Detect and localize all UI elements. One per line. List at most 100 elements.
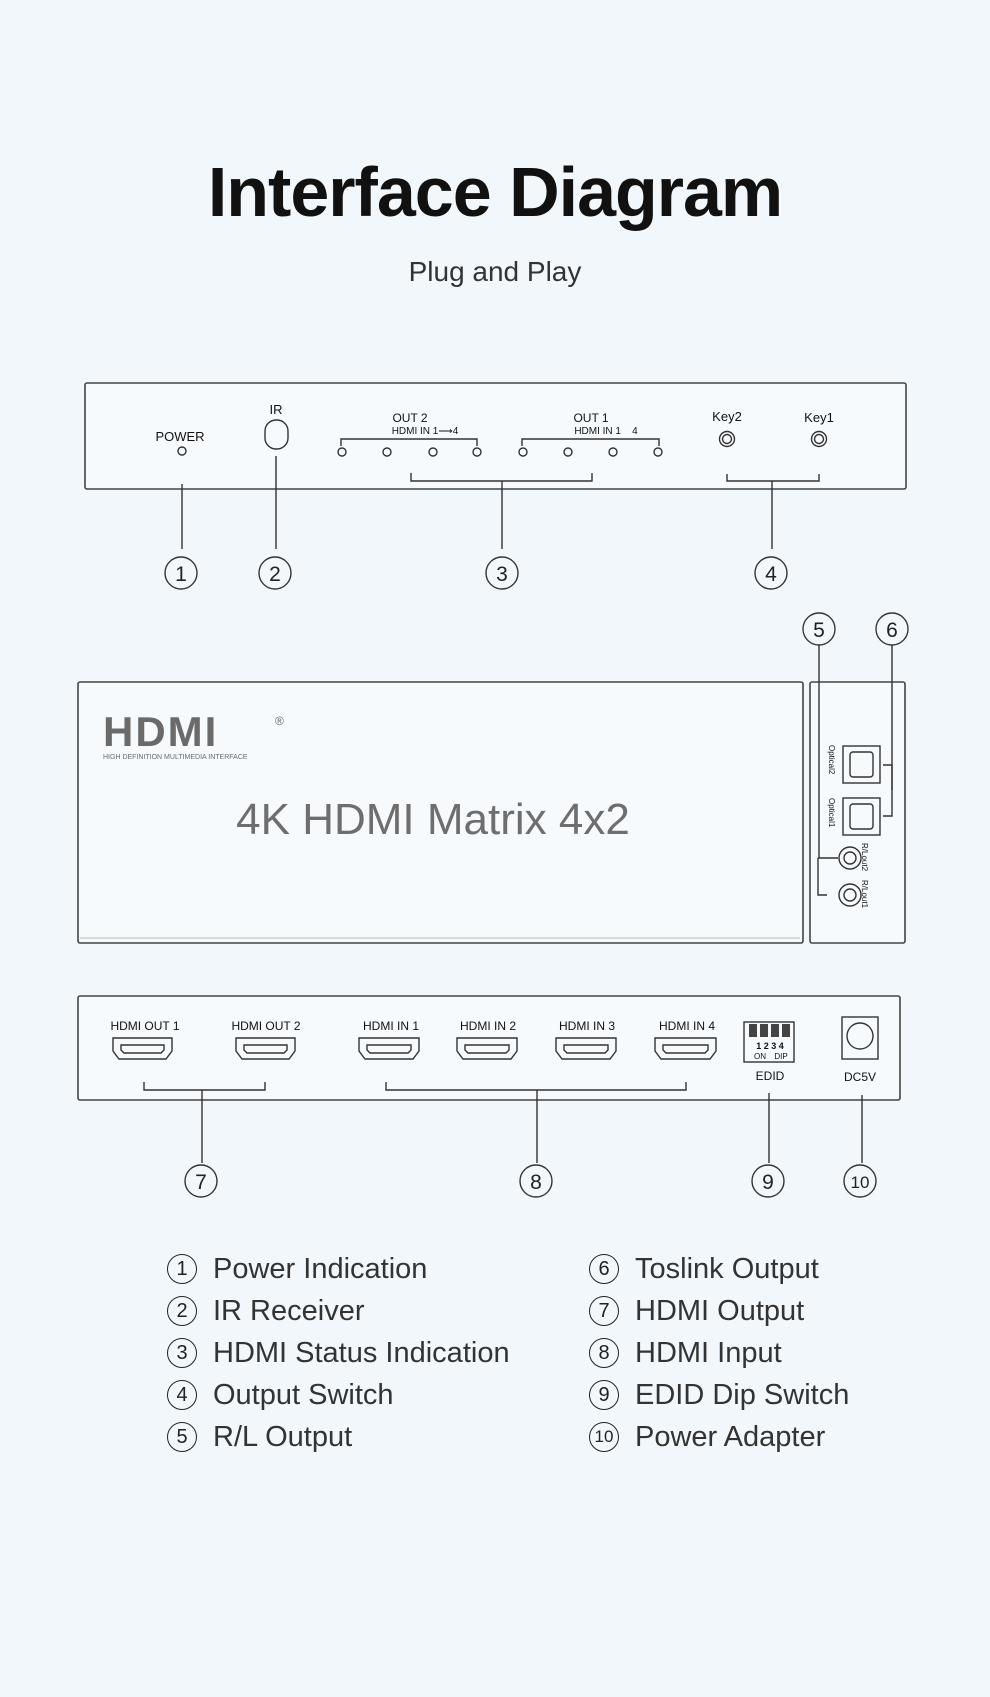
rlout2-label: R/Lout2	[860, 843, 869, 872]
callout-7: 7	[184, 1164, 218, 1198]
out1-led-1	[518, 447, 528, 457]
legend-number: 2	[167, 1296, 197, 1326]
hdmi-in2-port	[456, 1037, 518, 1060]
out1-led-2	[563, 447, 573, 457]
callout-5: 5	[802, 612, 836, 646]
key2-label: Key2	[712, 409, 742, 424]
legend-number: 7	[589, 1296, 619, 1326]
hdmi-in4-label: HDMI IN 4	[659, 1019, 715, 1033]
legend-label: Toslink Output	[635, 1252, 819, 1285]
legend-item: 1 Power Indication	[167, 1248, 510, 1290]
key2-button	[718, 430, 736, 448]
svg-text:4: 4	[765, 563, 777, 586]
hdmi-in4-port	[654, 1037, 717, 1060]
hdmi-in1-label: HDMI IN 1	[363, 1019, 419, 1033]
callout-2: 2	[258, 556, 292, 590]
out1-led-4	[653, 447, 663, 457]
power-led	[177, 446, 187, 456]
dc5v-jack	[841, 1016, 879, 1060]
legend-item: 3 HDMI Status Indication	[167, 1332, 510, 1374]
legend-label: EDID Dip Switch	[635, 1378, 850, 1411]
legend-label: HDMI Status Indication	[213, 1336, 510, 1369]
page-subtitle: Plug and Play	[408, 256, 582, 287]
edid-label: EDID	[756, 1069, 785, 1083]
legend-label: HDMI Output	[635, 1294, 805, 1327]
hdmi-in2-label: HDMI IN 2	[460, 1019, 516, 1033]
out1-label: OUT 1	[573, 411, 608, 425]
dip-numbers: 1 2 3 4	[756, 1041, 784, 1051]
hdmi-out1-port	[112, 1037, 173, 1060]
callout-9: 9	[751, 1164, 785, 1198]
rear-panel: HDMI OUT 1 HDMI OUT 2 HDMI IN 1 HDMI IN …	[77, 995, 901, 1101]
out2-led-2	[382, 447, 392, 457]
key1-button	[810, 430, 828, 448]
hdmi-out1-label: HDMI OUT 1	[110, 1019, 179, 1033]
svg-text:3: 3	[496, 563, 508, 586]
hdmi-out2-label: HDMI OUT 2	[231, 1019, 300, 1033]
out2-led-3	[428, 447, 438, 457]
hdmi-logo-registered: ®	[275, 714, 284, 728]
dip-dip-label: DIP	[774, 1052, 787, 1061]
legend-number: 10	[589, 1422, 619, 1452]
optical1-port	[842, 797, 881, 836]
rlout1-label: R/Lout1	[860, 880, 869, 909]
svg-text:1: 1	[175, 563, 187, 586]
callout-4: 4	[754, 556, 788, 590]
rlout1-jack	[838, 883, 862, 907]
svg-text:5: 5	[813, 619, 825, 642]
legend-left: 1 Power Indication 2 IR Receiver 3 HDMI …	[167, 1248, 510, 1458]
legend-right: 6 Toslink Output 7 HDMI Output 8 HDMI In…	[589, 1248, 849, 1458]
ir-label: IR	[270, 402, 283, 417]
front-panel: POWER IR OUT 2 HDMI IN 1⟶4 OUT 1 HDMI IN…	[84, 382, 907, 490]
legend-item: 4 Output Switch	[167, 1374, 510, 1416]
side-panel: Optical2 Optical1 R/Lout2 R/Lout1	[809, 681, 906, 944]
legend-number: 9	[589, 1380, 619, 1410]
out1-sub-label: HDMI IN 1 4	[574, 426, 638, 437]
rlout2-jack	[838, 846, 862, 870]
callout-6: 6	[875, 612, 909, 646]
svg-text:7: 7	[195, 1171, 207, 1194]
legend-label: R/L Output	[213, 1420, 353, 1453]
legend-item: 6 Toslink Output	[589, 1248, 849, 1290]
legend-number: 1	[167, 1254, 197, 1284]
hdmi-in3-label: HDMI IN 3	[559, 1019, 615, 1033]
legend-item: 10 Power Adapter	[589, 1416, 849, 1458]
legend-number: 8	[589, 1338, 619, 1368]
hdmi-in1-port	[358, 1037, 420, 1060]
optical2-label: Optical2	[827, 745, 836, 775]
out1-led-3	[608, 447, 618, 457]
svg-text:10: 10	[851, 1173, 870, 1192]
dip-on-label: ON	[754, 1052, 766, 1061]
optical1-label: Optical1	[827, 798, 836, 828]
legend-item: 7 HDMI Output	[589, 1290, 849, 1332]
power-label: POWER	[155, 429, 204, 444]
optical2-port	[842, 745, 881, 784]
page-title: Interface Diagram	[207, 153, 783, 231]
hdmi-logo-tagline: HIGH DEFINITION MULTIMEDIA INTERFACE	[103, 754, 248, 761]
callout-3: 3	[485, 556, 519, 590]
svg-text:9: 9	[762, 1171, 774, 1194]
legend-label: HDMI Input	[635, 1336, 782, 1369]
out2-led-1	[337, 447, 347, 457]
legend-label: Power Indication	[213, 1252, 428, 1285]
legend-number: 5	[167, 1422, 197, 1452]
out2-led-4	[472, 447, 482, 457]
out2-label: OUT 2	[392, 411, 427, 425]
ir-receiver	[264, 419, 289, 450]
legend-number: 4	[167, 1380, 197, 1410]
top-view-panel: HDMI ® HIGH DEFINITION MULTIMEDIA INTERF…	[77, 681, 804, 944]
callout-10: 10	[843, 1164, 877, 1198]
legend-item: 5 R/L Output	[167, 1416, 510, 1458]
hdmi-logo: HDMI	[103, 708, 218, 755]
callout-8: 8	[519, 1164, 553, 1198]
legend-label: IR Receiver	[213, 1294, 365, 1327]
svg-text:8: 8	[530, 1171, 542, 1194]
callout-1: 1	[164, 556, 198, 590]
svg-text:2: 2	[269, 563, 281, 586]
legend-item: 8 HDMI Input	[589, 1332, 849, 1374]
legend-number: 3	[167, 1338, 197, 1368]
product-name: 4K HDMI Matrix 4x2	[236, 795, 630, 844]
legend-number: 6	[589, 1254, 619, 1284]
edid-dip-switch: 1 2 3 4 ON DIP	[743, 1021, 795, 1063]
legend-label: Output Switch	[213, 1378, 394, 1411]
